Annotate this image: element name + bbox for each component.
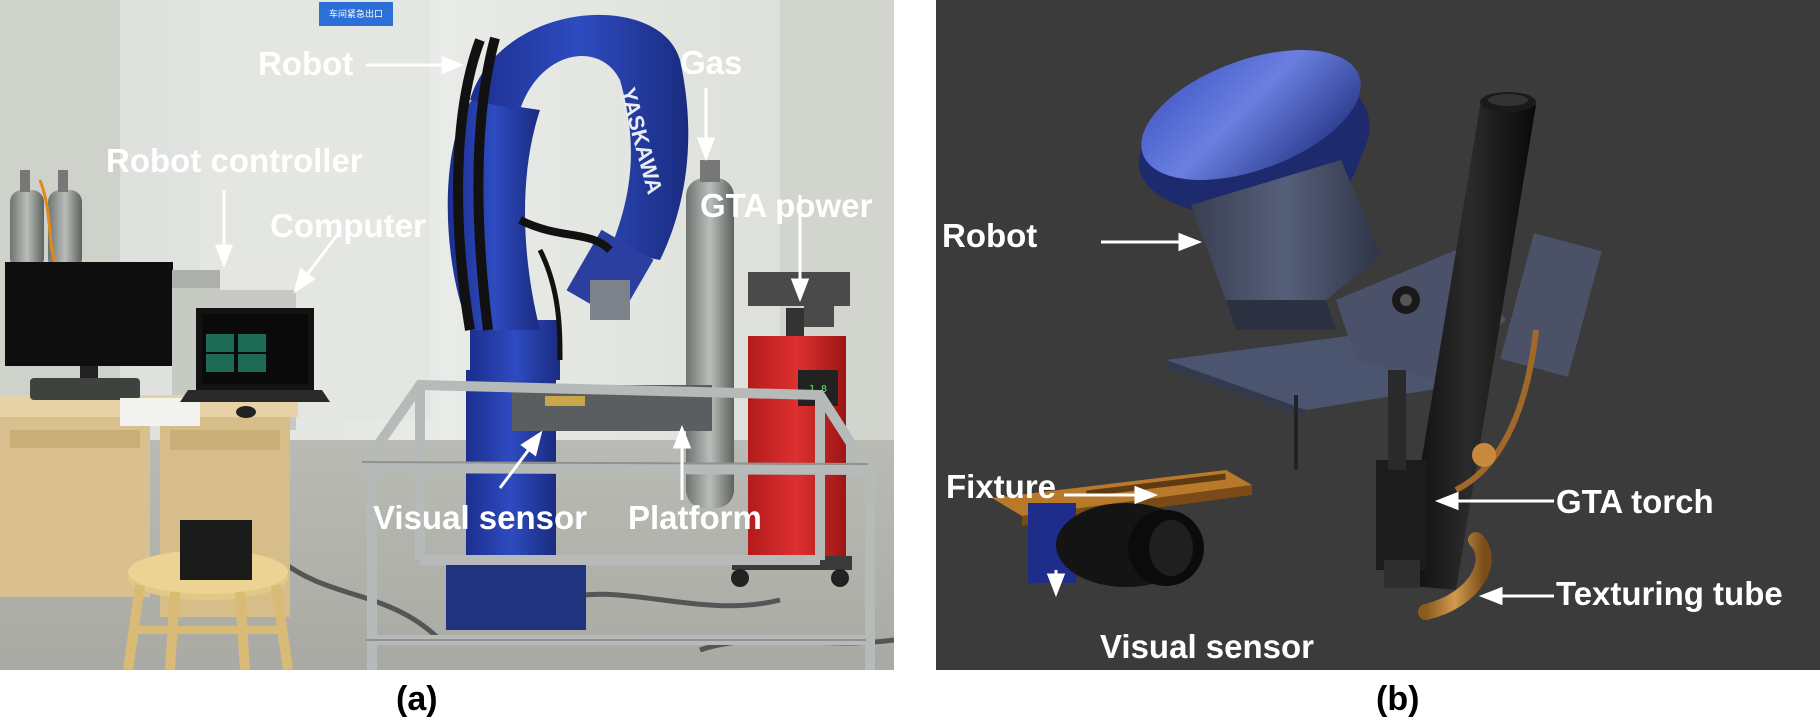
lab-photo: 车间紧急出口 [0,0,894,670]
render-panel-b: Robot Fixture GTA torch Texturing tube V… [936,0,1820,670]
label-visual-sensor-b: Visual sensor [1100,628,1315,665]
caption-b: (b) [1376,680,1420,718]
photo-panel-a: 车间紧急出口 [0,0,894,670]
label-visual-sensor-a: Visual sensor [373,499,588,536]
label-robot-controller: Robot controller [106,142,363,179]
label-gta-torch: GTA torch [1556,483,1714,520]
annotation-arrows-b [1046,232,1554,606]
label-robot-b: Robot [942,217,1038,254]
label-fixture: Fixture [946,468,1057,505]
cad-render [936,0,1820,670]
label-platform: Platform [628,499,762,536]
svg-text:1.8: 1.8 [809,384,827,395]
annotation-arrows-a [214,55,810,500]
label-gas: Gas [680,44,743,81]
label-computer: Computer [270,207,426,244]
exit-sign-text: 车间紧急出口 [329,8,383,20]
label-robot-a: Robot [258,45,354,82]
label-texturing-tube: Texturing tube [1556,575,1783,612]
caption-a: (a) [396,680,438,718]
label-gta-power: GTA power [700,187,873,224]
